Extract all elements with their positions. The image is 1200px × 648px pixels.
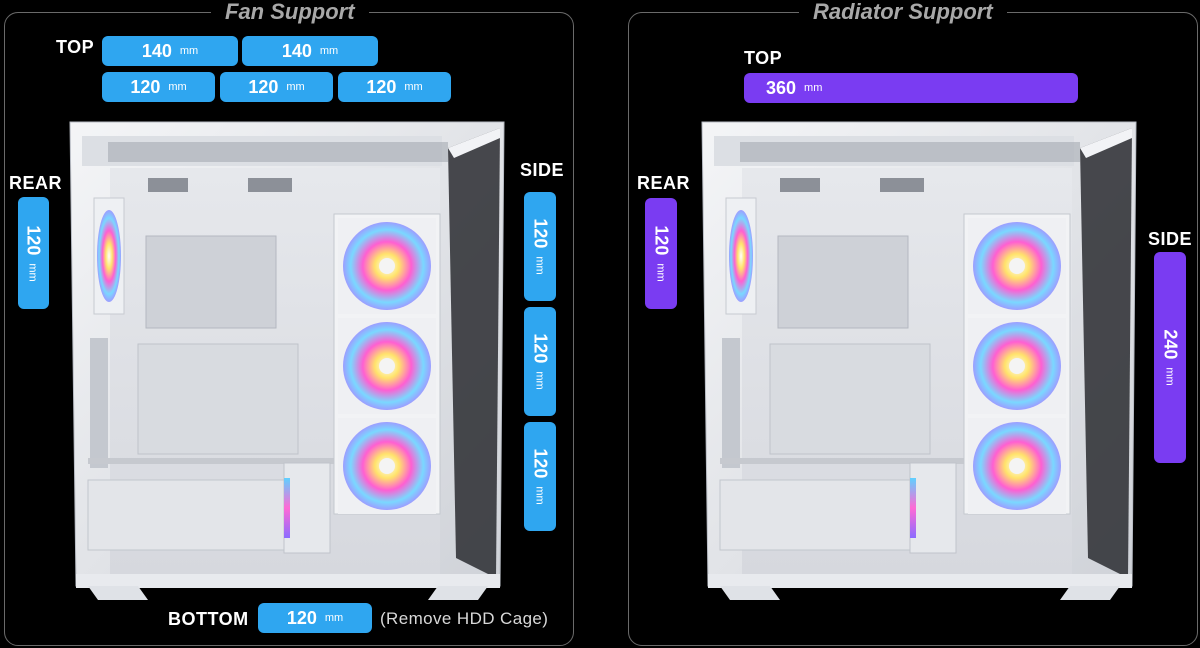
pill-value: 120 xyxy=(24,224,44,255)
fan-support-title: Fan Support xyxy=(211,0,369,26)
pill-unit: mm xyxy=(534,371,546,390)
pill-unit: mm xyxy=(27,262,40,282)
pill-value: 120 xyxy=(530,448,551,479)
pill-value: 120 xyxy=(366,76,397,97)
fan-side-pill-1: 120 mm xyxy=(524,192,556,301)
radiator-rear-label: REAR xyxy=(637,173,691,193)
radiator-top-pill: 360 mm xyxy=(744,73,1078,103)
radiator-support-title: Radiator Support xyxy=(799,0,1007,26)
fan-side-label: SIDE xyxy=(520,160,565,180)
radiator-side-label: SIDE xyxy=(1148,229,1193,249)
side-fan-1 xyxy=(338,218,436,314)
pill-value: 120 xyxy=(130,76,161,97)
fan-top-140-pill-1: 140 mm xyxy=(102,36,238,66)
pill-unit: mm xyxy=(534,256,546,275)
radiator-top-label: TOP xyxy=(744,48,783,68)
fan-top-140-pill-2: 140 mm xyxy=(242,36,378,66)
fan-top-120-pill-2: 120 mm xyxy=(220,72,333,102)
fan-rear-label: REAR xyxy=(9,173,63,193)
side-fan-3 xyxy=(338,418,436,514)
pill-unit: mm xyxy=(1164,367,1176,386)
fan-side-pill-2: 120 mm xyxy=(524,307,556,416)
pill-value: 360 xyxy=(766,77,797,98)
pill-unit: mm xyxy=(324,612,344,624)
pill-unit: mm xyxy=(534,486,546,505)
pill-unit: mm xyxy=(319,45,339,57)
radiator-side-pill: 240 mm xyxy=(1154,252,1186,463)
pill-unit: mm xyxy=(804,82,823,94)
pill-value: 140 xyxy=(141,40,172,61)
side-fan-1 xyxy=(968,218,1066,314)
pill-value: 240 xyxy=(1160,329,1181,360)
fan-bottom-label: BOTTOM xyxy=(168,609,249,629)
radiator-support-panel: Radiator Support xyxy=(628,0,1198,646)
side-fan-2 xyxy=(338,318,436,414)
fan-top-120-pill-1: 120 mm xyxy=(102,72,215,102)
fan-top-120-pill-3: 120 mm xyxy=(338,72,451,102)
pill-unit: mm xyxy=(655,263,667,282)
pill-value: 120 xyxy=(530,333,551,364)
pill-value: 120 xyxy=(286,607,317,628)
pill-value: 140 xyxy=(281,40,312,61)
side-fan-3 xyxy=(968,418,1066,514)
pc-case-image-radiator xyxy=(700,118,1140,602)
fan-rear-pill: 120 mm xyxy=(18,197,49,309)
fan-support-panel: Fan Support xyxy=(4,0,574,646)
pill-value: 120 xyxy=(248,76,279,97)
side-fan-2 xyxy=(968,318,1066,414)
rear-fan xyxy=(725,197,757,315)
fan-bottom-note: (Remove HDD Cage) xyxy=(380,609,549,628)
pill-unit: mm xyxy=(286,81,305,93)
fan-top-label: TOP xyxy=(56,37,95,57)
pill-value: 120 xyxy=(651,225,672,256)
pill-value: 120 xyxy=(530,218,551,249)
fan-bottom-pill: 120 mm xyxy=(258,603,372,633)
radiator-rear-pill: 120 mm xyxy=(645,198,677,309)
pill-unit: mm xyxy=(179,45,199,57)
pc-case-image-fan xyxy=(68,118,508,602)
pill-unit: mm xyxy=(168,81,187,93)
rear-fan xyxy=(93,197,125,315)
fan-side-pill-3: 120 mm xyxy=(524,422,556,531)
pill-unit: mm xyxy=(404,81,423,93)
